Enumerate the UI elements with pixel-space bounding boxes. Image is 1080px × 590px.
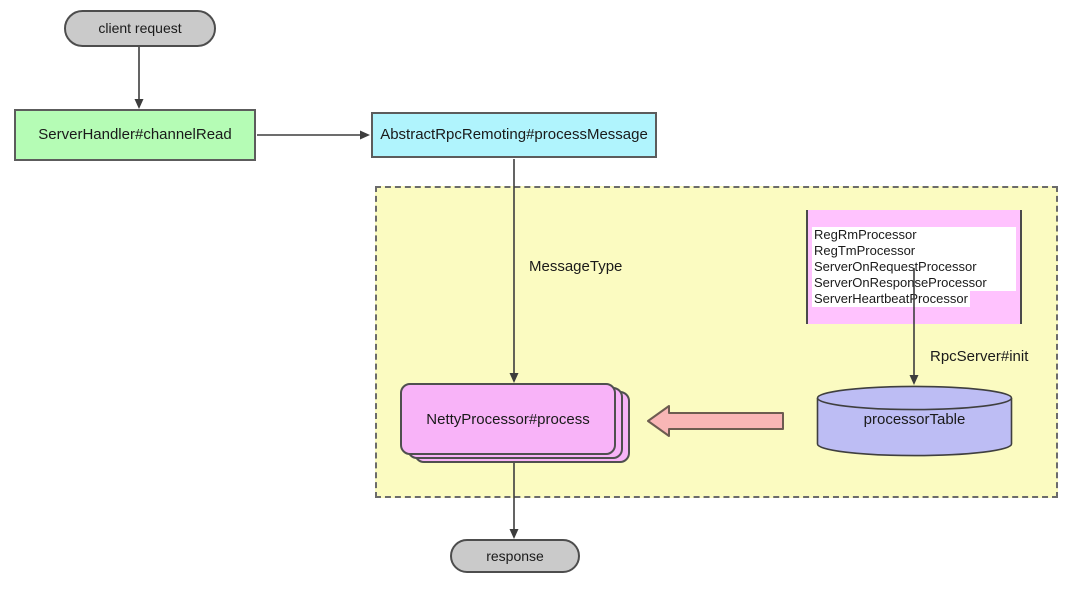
node-netty-processor-label: NettyProcessor#process	[426, 410, 590, 428]
node-processor-table: processorTable	[816, 385, 1013, 457]
node-processor-table-label: processorTable	[863, 411, 966, 428]
list-item-server-heartbeat-processor: ServerHeartbeatProcessor	[812, 291, 970, 307]
node-server-handler: ServerHandler#channelRead	[14, 109, 256, 161]
processor-class-list: RegRmProcessor RegTmProcessor ServerOnRe…	[806, 210, 1022, 324]
node-server-handler-label: ServerHandler#channelRead	[38, 126, 232, 144]
list-item-reg-rm-processor: RegRmProcessor	[812, 227, 1016, 243]
node-client-request-label: client request	[98, 20, 182, 37]
arrowhead-client-to-serverhandler	[134, 99, 144, 109]
node-abstract-rpc-remoting: AbstractRpcRemoting#processMessage	[371, 112, 657, 158]
edge-label-message-type: MessageType	[529, 258, 623, 275]
node-client-request: client request	[64, 10, 216, 47]
node-abstract-rpc-remoting-label: AbstractRpcRemoting#processMessage	[380, 126, 648, 144]
node-response-label: response	[486, 547, 544, 564]
arrowhead-serverhandler-to-abstractrpc	[360, 130, 370, 140]
node-response: response	[450, 539, 580, 573]
edge-label-rpc-server-init: RpcServer#init	[930, 348, 1029, 365]
arrowhead-nettyprocessor-to-response	[509, 529, 519, 539]
cylinder-shape	[816, 385, 1013, 457]
list-item-server-on-response-processor: ServerOnResponseProcessor	[812, 275, 1016, 291]
list-item-reg-tm-processor: RegTmProcessor	[812, 243, 1016, 259]
node-netty-processor: NettyProcessor#process	[400, 383, 616, 455]
list-item-server-on-request-processor: ServerOnRequestProcessor	[812, 259, 1016, 275]
